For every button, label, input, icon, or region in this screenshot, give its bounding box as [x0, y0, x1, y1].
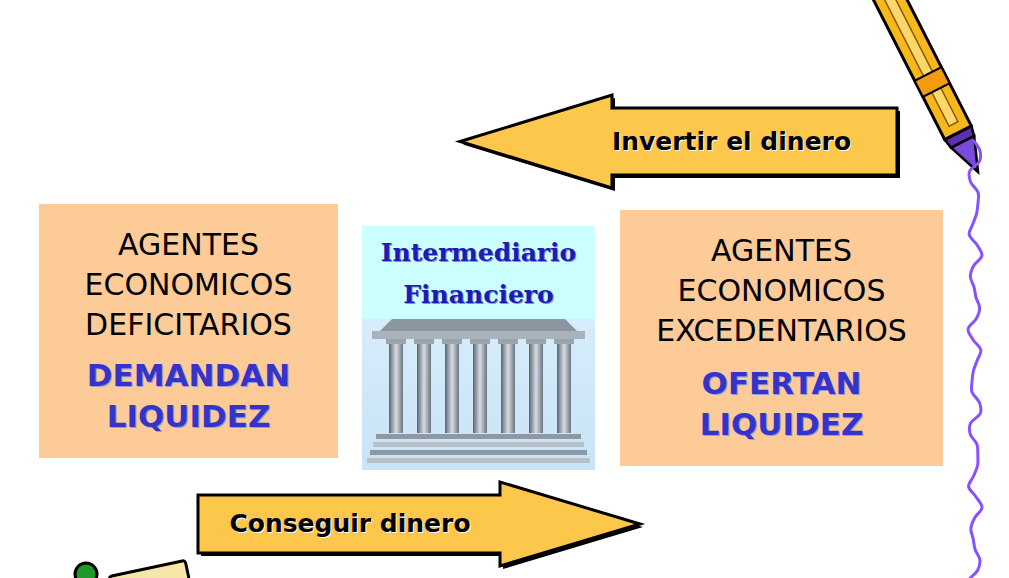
agent-title: AGENTES ECONOMICOS EXCEDENTARIOS [628, 231, 935, 351]
bank-roof [372, 331, 585, 339]
bank-column [526, 339, 546, 344]
bank-column [498, 339, 518, 344]
bank-column [501, 343, 515, 433]
bank-column [557, 343, 571, 433]
bank-column [414, 339, 434, 344]
agent-box: AGENTES ECONOMICOS EXCEDENTARIOS OFERTAN … [620, 210, 943, 466]
agent-box: AGENTES ECONOMICOS DEFICITARIOS DEMANDAN … [39, 204, 338, 458]
arrow-label: Conseguir dinero [210, 495, 490, 553]
arrow-body [460, 95, 897, 188]
bank-column [386, 339, 406, 344]
bank-column [445, 343, 459, 433]
bank-column [442, 339, 462, 344]
bank-column [529, 343, 543, 433]
arrow-label: Invertir el dinero [578, 108, 885, 175]
bank-column [389, 343, 403, 433]
agent-role: DEMANDAN LIQUIDEZ [47, 355, 330, 437]
corner-clip-art [75, 560, 189, 578]
bank-step [373, 442, 584, 447]
wavy-line [968, 140, 982, 578]
bank-column [554, 339, 574, 344]
bank-column [473, 343, 487, 433]
bank-column [470, 339, 490, 344]
bank-step [367, 458, 590, 463]
bank-roof [380, 319, 577, 331]
wavy-line [968, 140, 982, 578]
intermediary-label: Intermediario Financiero [366, 232, 591, 316]
intermediary-box: Intermediario Financiero [362, 226, 595, 470]
bank-column [417, 343, 431, 433]
agent-role: OFERTAN LIQUIDEZ [628, 363, 935, 445]
block-arrow: Conseguir dinero [198, 482, 640, 566]
arrow-body [198, 482, 640, 566]
agent-title: AGENTES ECONOMICOS DEFICITARIOS [47, 225, 330, 345]
bank-step [370, 450, 587, 455]
bank-step [376, 434, 581, 439]
block-arrow: Invertir el dinero [460, 95, 897, 188]
